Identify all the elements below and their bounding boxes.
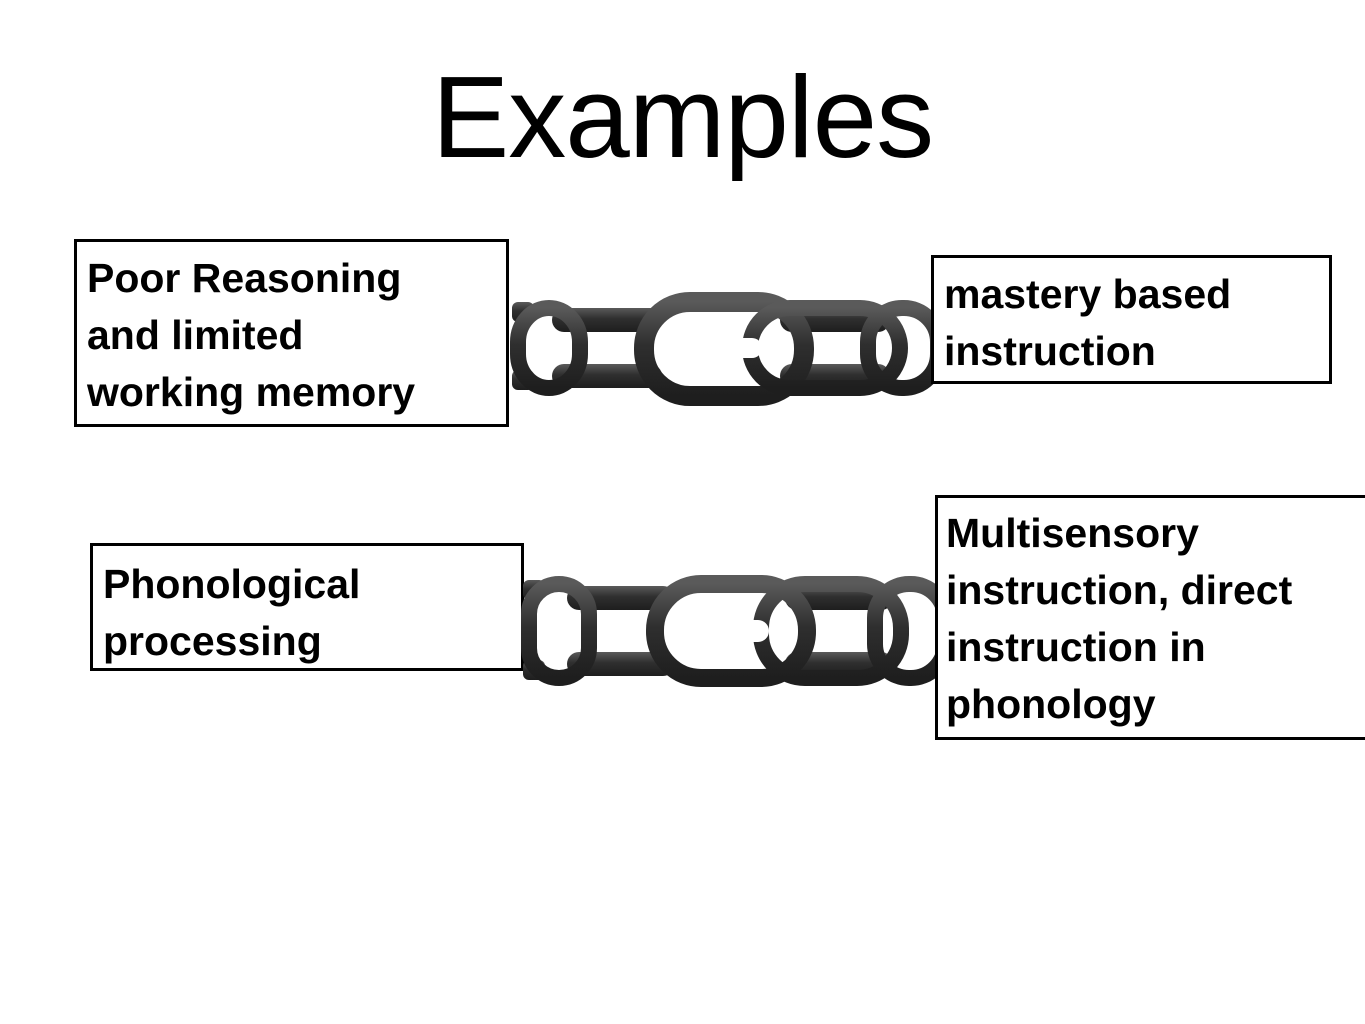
chain-icon — [510, 292, 946, 406]
slide-title: Examples — [431, 52, 934, 182]
right-label-box: Multisensory instruction, direct instruc… — [935, 495, 1365, 740]
chain-icon — [521, 575, 953, 687]
left-label-box: Phonological processing — [90, 543, 524, 671]
left-label-box: Poor Reasoning and limited working memor… — [74, 239, 509, 427]
right-label-box: mastery based instruction — [931, 255, 1332, 384]
